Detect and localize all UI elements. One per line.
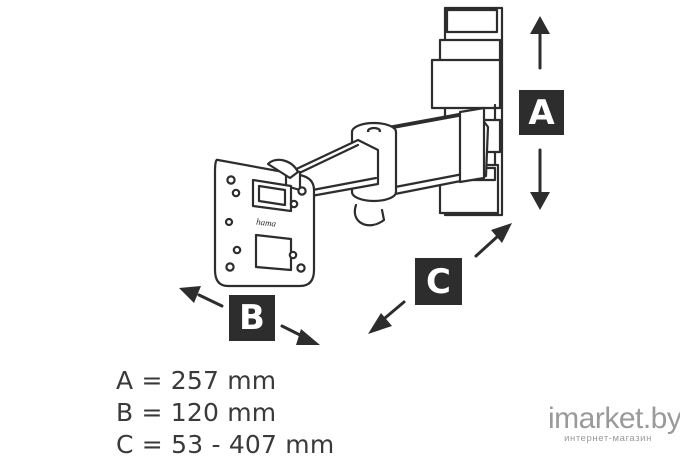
vesa-plate <box>213 158 316 288</box>
plate-brand-text: hama <box>256 217 277 229</box>
dimension-b-text: B = 120 mm <box>116 398 277 427</box>
dimension-label-b: B <box>229 295 275 341</box>
arrow-c-lower <box>368 300 406 334</box>
arrow-a-up <box>530 16 550 70</box>
arrow-a-down <box>530 148 550 210</box>
dimension-label-c: C <box>415 258 462 305</box>
watermark: imarket.by интернет-магазин <box>548 402 680 445</box>
arrow-b-right <box>280 324 320 345</box>
dimension-label-a: A <box>519 90 564 135</box>
dimension-c-text: C = 53 - 407 mm <box>116 430 335 459</box>
arrow-c-upper <box>474 223 512 258</box>
watermark-subtitle: интернет-магазин <box>564 433 652 444</box>
arrow-b-left <box>179 286 224 308</box>
watermark-logo: imarket.by <box>548 402 680 435</box>
rear-arm <box>370 106 490 196</box>
dimension-a-text: A = 257 mm <box>116 366 277 395</box>
